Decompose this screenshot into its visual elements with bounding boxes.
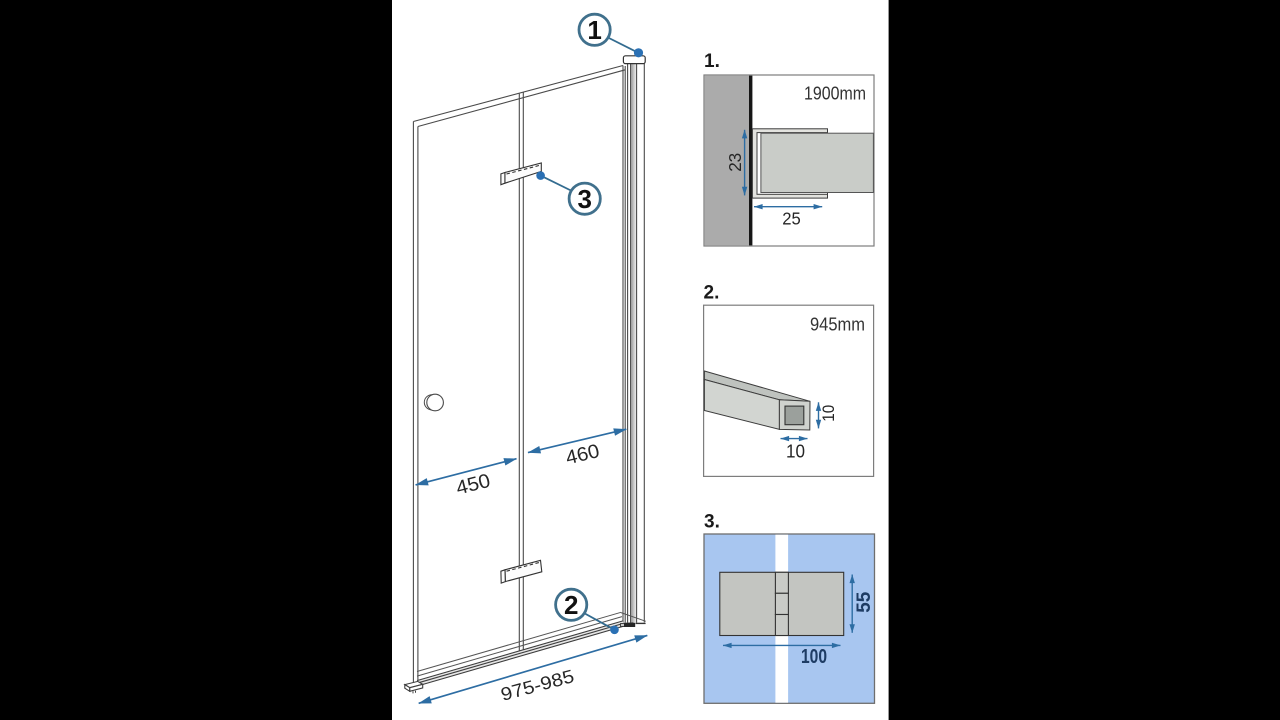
svg-text:1: 1: [587, 15, 601, 45]
svg-text:2.: 2.: [704, 283, 720, 304]
svg-text:1.: 1.: [704, 51, 720, 72]
svg-text:25: 25: [782, 208, 801, 228]
svg-text:945mm: 945mm: [810, 314, 865, 335]
svg-text:10: 10: [786, 441, 805, 462]
svg-text:100: 100: [801, 645, 827, 668]
svg-text:55: 55: [854, 591, 875, 613]
svg-text:1900mm: 1900mm: [804, 83, 866, 104]
svg-text:3: 3: [577, 184, 591, 214]
svg-text:10: 10: [819, 405, 838, 422]
svg-text:23: 23: [725, 153, 745, 172]
svg-text:2: 2: [564, 590, 578, 620]
svg-text:3.: 3.: [704, 512, 720, 533]
